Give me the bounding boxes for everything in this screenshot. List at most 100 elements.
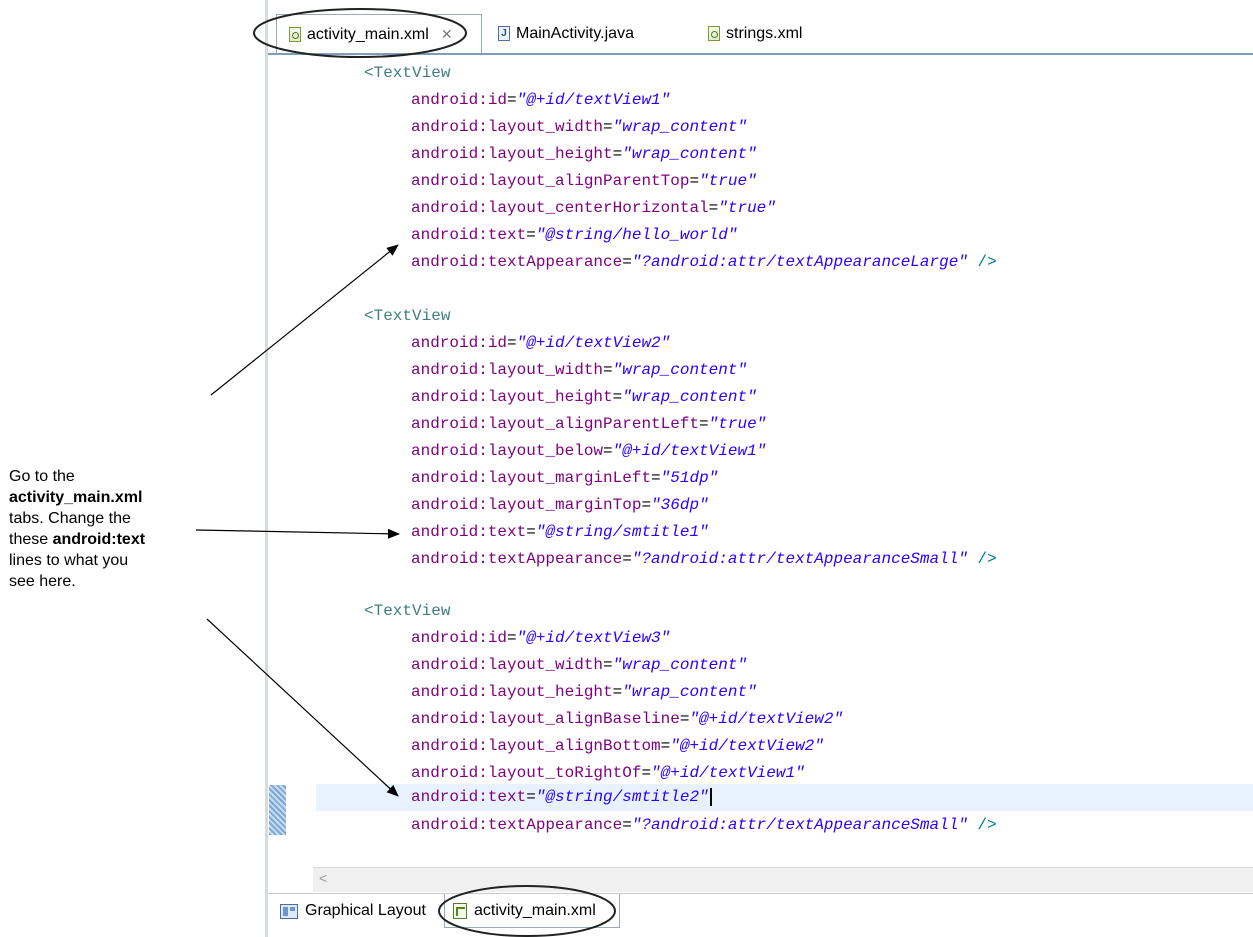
xml-value: "wrap_content": [622, 388, 757, 406]
xml-tag: <TextView: [364, 602, 451, 620]
xml-attribute: android:layout_centerHorizontal: [411, 199, 709, 217]
xml-value: "@+id/textView1": [651, 764, 805, 782]
xml-attribute: android:layout_toRightOf: [411, 764, 642, 782]
code-line[interactable]: android:layout_width="wrap_content": [411, 361, 748, 379]
xml-value: "@string/smtitle1": [535, 523, 709, 541]
code-line[interactable]: android:text="@string/smtitle1": [411, 523, 709, 541]
instruction-note: Go to the activity_main.xml tabs. Change…: [9, 466, 199, 592]
xml-tag-close: />: [967, 550, 997, 568]
xml-attribute: android:layout_width: [411, 656, 604, 674]
note-bold: android:text: [52, 531, 146, 548]
xml-value: "?android:attr/textAppearanceSmall": [631, 550, 968, 568]
xml-value: "@+id/textView2": [670, 737, 824, 755]
code-line[interactable]: android:layout_width="wrap_content": [411, 118, 748, 136]
code-line[interactable]: android:layout_below="@+id/textView1": [411, 442, 767, 460]
xml-attribute: android:layout_alignBaseline: [411, 710, 680, 728]
xml-attribute: android:layout_alignParentTop: [411, 172, 690, 190]
code-line[interactable]: android:layout_centerHorizontal="true": [411, 199, 776, 217]
code-line[interactable]: android:layout_marginTop="36dp": [411, 496, 709, 514]
code-line[interactable]: android:layout_height="wrap_content": [411, 683, 757, 701]
xml-attribute: android:layout_alignBottom: [411, 737, 661, 755]
code-line[interactable]: android:text="@string/hello_world": [411, 226, 738, 244]
tab-xml-source[interactable]: activity_main.xml: [444, 894, 620, 928]
graphical-layout-icon: [280, 903, 298, 919]
code-line[interactable]: <TextView: [364, 303, 1253, 330]
xml-attribute: android:layout_height: [411, 683, 613, 701]
code-line[interactable]: android:layout_alignParentLeft="true": [411, 415, 767, 433]
xml-attribute: android:text: [411, 523, 527, 541]
code-line[interactable]: android:textAppearance="?android:attr/te…: [411, 816, 997, 834]
xml-value: "36dp": [651, 496, 709, 514]
editor-bottom-tabs: Graphical Layout activity_main.xml: [268, 893, 1253, 930]
code-line[interactable]: android:textAppearance="?android:attr/te…: [411, 253, 997, 271]
tab-activity-main-xml[interactable]: activity_main.xml ✕: [276, 14, 482, 53]
xml-attribute: android:layout_marginLeft: [411, 469, 652, 487]
xml-attribute: android:text: [411, 226, 527, 244]
code-line[interactable]: android:id="@+id/textView3": [411, 629, 671, 647]
xml-attribute: android:layout_height: [411, 388, 613, 406]
code-line[interactable]: <TextView: [364, 60, 1253, 87]
text-caret: [709, 787, 712, 806]
xml-tag: <TextView: [364, 307, 451, 325]
xml-value: "@string/hello_world": [535, 226, 738, 244]
note-line: Go to the: [9, 468, 75, 485]
tab-mainactivity-java[interactable]: J MainActivity.java: [486, 15, 676, 52]
arrow-line: [210, 244, 399, 396]
xml-value: "@+id/textView2": [516, 334, 671, 352]
code-line[interactable]: <TextView: [364, 598, 1253, 625]
xml-tag-close: />: [967, 253, 997, 271]
xml-value: "true": [708, 415, 767, 433]
arrow-line: [195, 528, 400, 539]
xml-attribute: android:textAppearance: [411, 550, 623, 568]
code-line[interactable]: android:textAppearance="?android:attr/te…: [411, 550, 997, 568]
code-area[interactable]: <TextView android:id="@+id/textView1" an…: [316, 60, 1253, 865]
xml-value: "?android:attr/textAppearanceLarge": [631, 253, 968, 271]
java-file-icon: J: [498, 26, 510, 41]
xml-value: "51dp": [660, 469, 719, 487]
code-line[interactable]: android:layout_alignParentTop="true": [411, 172, 757, 190]
code-line[interactable]: android:id="@+id/textView2": [411, 334, 671, 352]
tab-strings-xml[interactable]: strings.xml: [696, 15, 856, 52]
code-line[interactable]: android:layout_height="wrap_content": [411, 388, 757, 406]
note-line: see here.: [9, 573, 76, 590]
tab-label: strings.xml: [726, 25, 803, 42]
xml-value: "wrap_content": [612, 118, 748, 136]
code-line[interactable]: android:layout_toRightOf="@+id/textView1…: [411, 764, 805, 782]
xml-attribute: android:layout_height: [411, 145, 613, 163]
xml-value: "@+id/textView1": [612, 442, 767, 460]
code-line-current[interactable]: android:text="@string/smtitle2": [316, 784, 1253, 811]
xml-tag: <TextView: [364, 64, 451, 82]
tab-label: activity_main.xml: [474, 901, 596, 919]
xml-attribute: android:textAppearance: [411, 816, 623, 834]
tab-graphical-layout[interactable]: Graphical Layout: [272, 894, 438, 928]
code-line[interactable]: android:layout_alignBaseline="@+id/textV…: [411, 710, 844, 728]
xml-attribute: android:textAppearance: [411, 253, 623, 271]
tab-label: MainActivity.java: [516, 25, 634, 42]
xml-value: "wrap_content": [612, 656, 748, 674]
code-line[interactable]: android:layout_width="wrap_content": [411, 656, 748, 674]
note-line: these: [9, 531, 53, 548]
close-icon[interactable]: ✕: [440, 25, 453, 42]
xml-value: "@+id/textView3": [516, 629, 671, 647]
xml-value: "@+id/textView1": [516, 91, 671, 109]
code-line[interactable]: android:id="@+id/textView1": [411, 91, 671, 109]
code-line[interactable]: android:layout_marginLeft="51dp": [411, 469, 719, 487]
code-line[interactable]: android:layout_alignBottom="@+id/textVie…: [411, 737, 824, 755]
horizontal-scrollbar[interactable]: <: [313, 867, 1253, 892]
note-line: lines to what you: [9, 552, 129, 569]
xml-attribute: android:layout_alignParentLeft: [411, 415, 700, 433]
xml-attribute: android:layout_width: [411, 118, 604, 136]
xml-value: "true": [718, 199, 776, 217]
xml-value: "wrap_content": [612, 361, 748, 379]
xml-attribute: android:layout_width: [411, 361, 604, 379]
xml-attribute: android:layout_below: [411, 442, 604, 460]
scroll-left-icon[interactable]: <: [319, 870, 328, 886]
xml-file-icon: [289, 26, 301, 42]
xml-attribute: android:layout_marginTop: [411, 496, 642, 514]
xml-value: "@string/smtitle2": [535, 788, 709, 806]
xml-value: "true": [699, 172, 757, 190]
code-line[interactable]: android:layout_height="wrap_content": [411, 145, 757, 163]
tab-label: activity_main.xml: [307, 25, 429, 43]
xml-attribute: android:id: [411, 91, 508, 109]
